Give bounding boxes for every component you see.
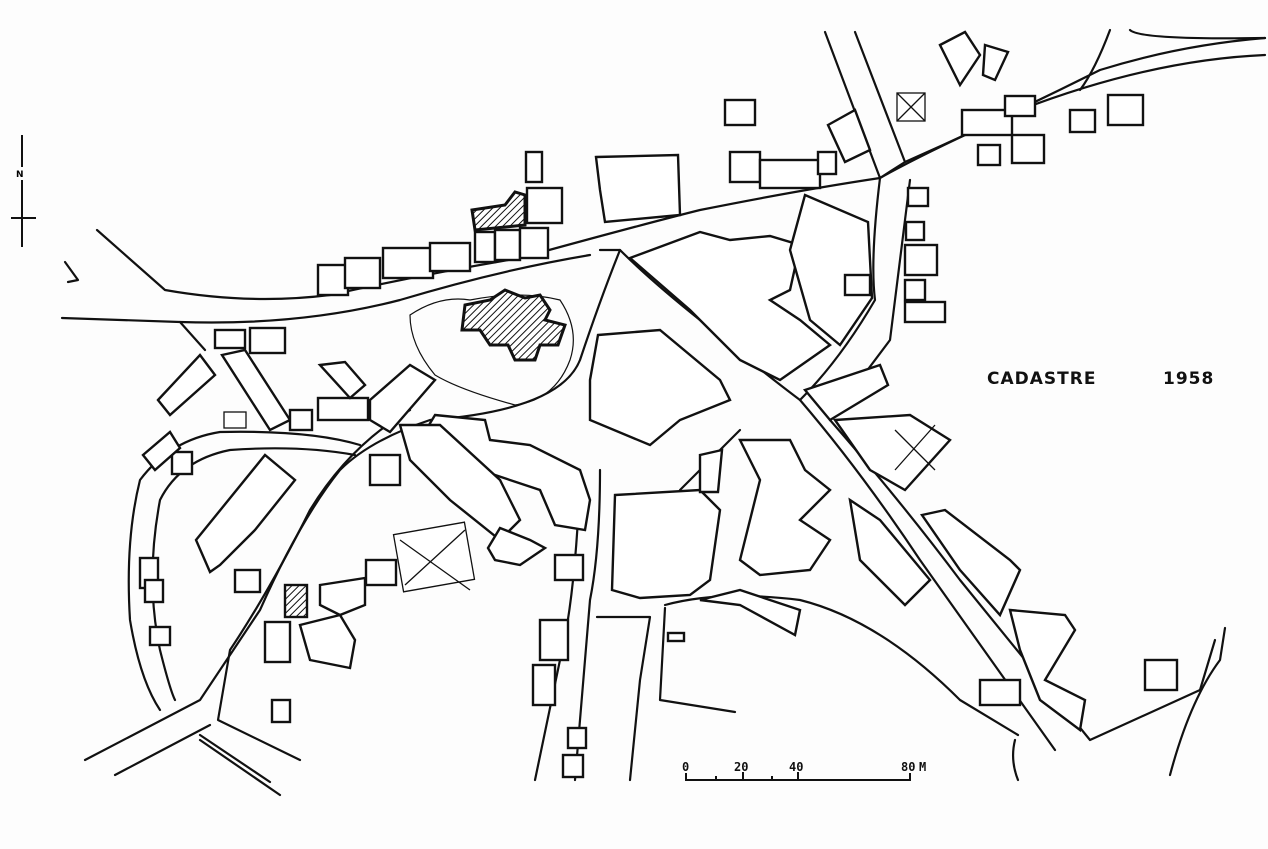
buildings [138,30,1179,779]
hatched-building [470,190,527,232]
scale-label-40: 40 [789,760,804,774]
church-landmark [460,288,567,362]
scale-unit: M [919,760,927,774]
scale-bar [685,772,911,781]
map-title: CADASTRE [987,369,1097,389]
scale-label-80: 80 [901,760,916,774]
north-arrow-icon [11,135,36,247]
map-year: 1958 [1163,369,1215,389]
north-label: N [16,170,24,180]
scale-label-0: 0 [682,760,690,774]
scale-label-20: 20 [734,760,749,774]
